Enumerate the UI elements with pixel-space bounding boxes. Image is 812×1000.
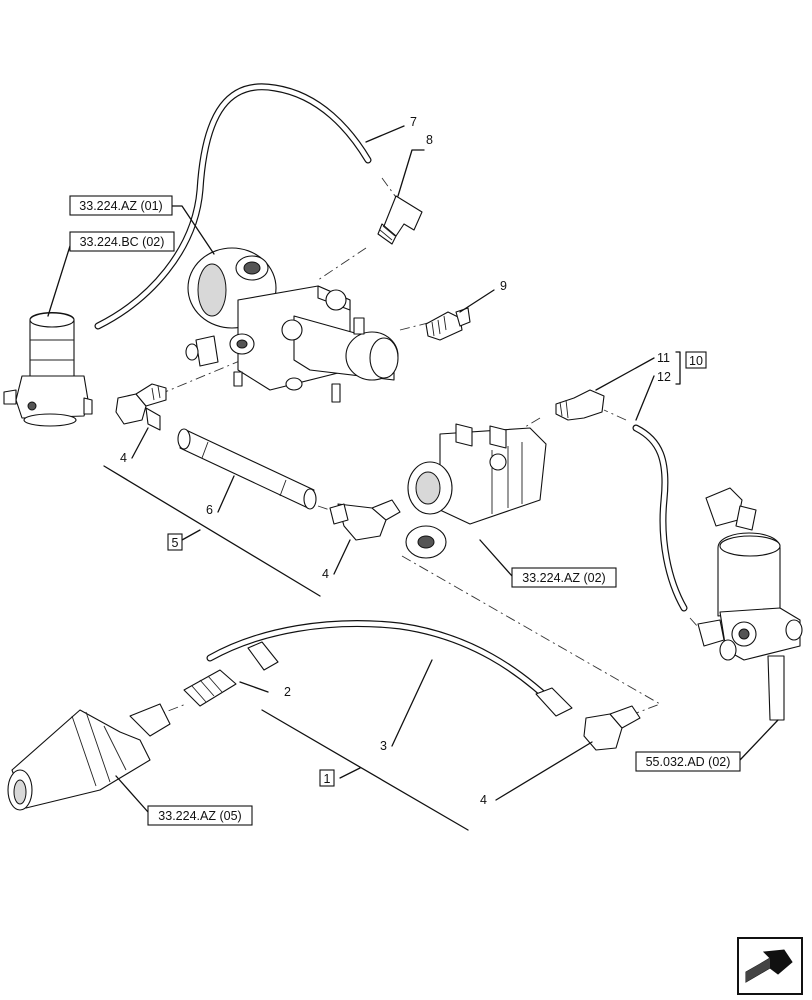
callout-5: 5 (172, 536, 179, 550)
callout-10: 10 (689, 354, 703, 368)
ref-label-az01: 33.224.AZ (01) (79, 199, 162, 213)
callout-9: 9 (500, 279, 507, 293)
elbow-fitting-8 (377, 195, 423, 245)
next-page-arrow-icon[interactable] (737, 937, 803, 995)
callout-numbers: 7 8 9 11 12 4 6 4 2 3 4 (120, 115, 671, 807)
ref-label-ad02: 55.032.AD (02) (646, 755, 731, 769)
actuator-assembly (697, 487, 803, 721)
pump-assembly-middle (405, 423, 547, 559)
pump-assembly-upper (185, 247, 399, 403)
ref-box-33-224-bc-02[interactable]: 33.224.BC (02) (69, 231, 175, 252)
hose-group-5 (115, 383, 401, 541)
callout-4-middle: 4 (322, 567, 329, 581)
callout-2: 2 (284, 685, 291, 699)
ref-box-33-224-az-01[interactable]: 33.224.AZ (01) (69, 195, 173, 216)
ref-label-bc02: 33.224.BC (02) (80, 235, 165, 249)
boxed-callout-5[interactable]: 5 (167, 533, 183, 551)
fitting-9 (425, 307, 471, 341)
leader-lines (47, 125, 779, 831)
callout-6: 6 (206, 503, 213, 517)
hose-7 (94, 83, 372, 330)
quick-coupler (7, 703, 171, 811)
ref-box-55-032-ad-02[interactable]: 55.032.AD (02) (635, 751, 741, 772)
boxed-callout-10[interactable]: 10 (685, 351, 707, 369)
callout-4-lower: 4 (480, 793, 487, 807)
hose-group-10 (555, 389, 688, 612)
callout-7: 7 (410, 115, 417, 129)
ref-label-az05: 33.224.AZ (05) (158, 809, 241, 823)
callout-12: 12 (657, 370, 671, 384)
callout-11: 11 (657, 351, 670, 365)
callout-1: 1 (324, 772, 331, 786)
regulator-assembly (3, 311, 93, 427)
hose-group-1 (183, 620, 641, 751)
boxed-callout-1[interactable]: 1 (319, 769, 335, 787)
ref-box-33-224-az-05[interactable]: 33.224.AZ (05) (147, 805, 253, 826)
callout-3: 3 (380, 739, 387, 753)
ref-label-az02: 33.224.AZ (02) (522, 571, 605, 585)
ref-box-33-224-az-02[interactable]: 33.224.AZ (02) (511, 567, 617, 588)
callout-4-upper: 4 (120, 451, 127, 465)
callout-8: 8 (426, 133, 433, 147)
